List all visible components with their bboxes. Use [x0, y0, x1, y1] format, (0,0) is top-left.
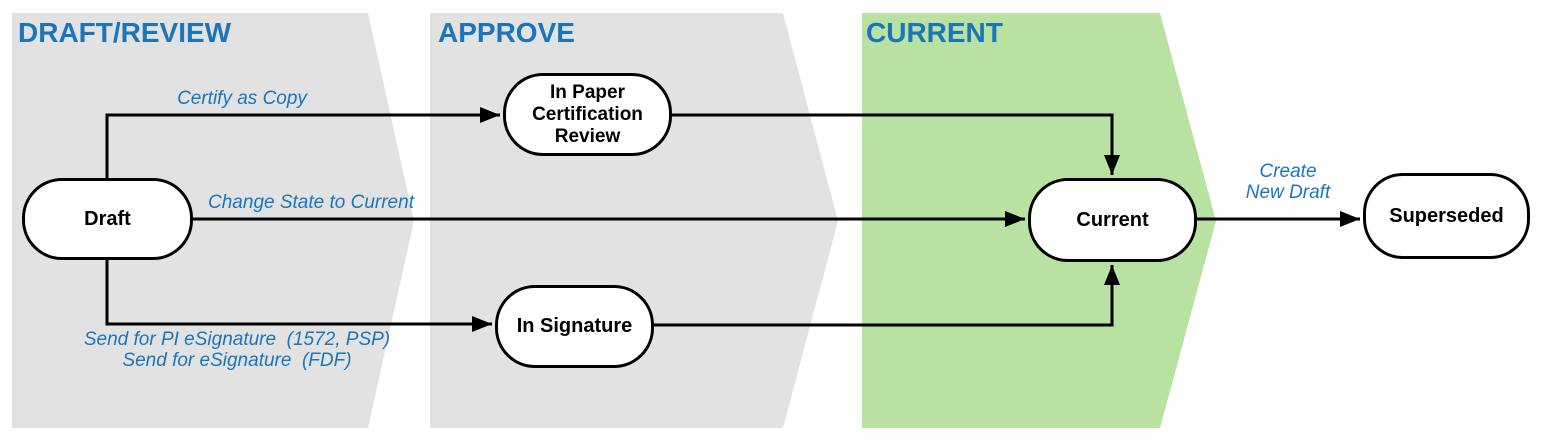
edge-send-for-esignature: [105, 260, 492, 332]
section-heading-draft-review: DRAFT/REVIEW: [18, 17, 232, 48]
edge-certify-as-copy: [105, 107, 500, 178]
node-in-paper-certification-review: In Paper Certification Review: [503, 73, 672, 156]
node-current: Current: [1028, 178, 1197, 262]
label-change-state-to-current: Change State to Current: [208, 192, 414, 213]
edge-in-paper-to-current: [672, 113, 1120, 175]
label-send-for-esignature: Send for PI eSignature (1572, PSP) Send …: [83, 329, 391, 371]
node-in-signature: In Signature: [495, 285, 654, 368]
node-draft: Draft: [22, 178, 193, 260]
edge-in-signature-to-current: [653, 265, 1120, 327]
label-certify-as-copy: Certify as Copy: [177, 88, 307, 109]
node-superseded: Superseded: [1363, 173, 1530, 259]
label-create-new-draft: Create New Draft: [1245, 161, 1331, 203]
section-heading-current: CURRENT: [866, 17, 1003, 48]
section-heading-approve: APPROVE: [438, 17, 575, 48]
